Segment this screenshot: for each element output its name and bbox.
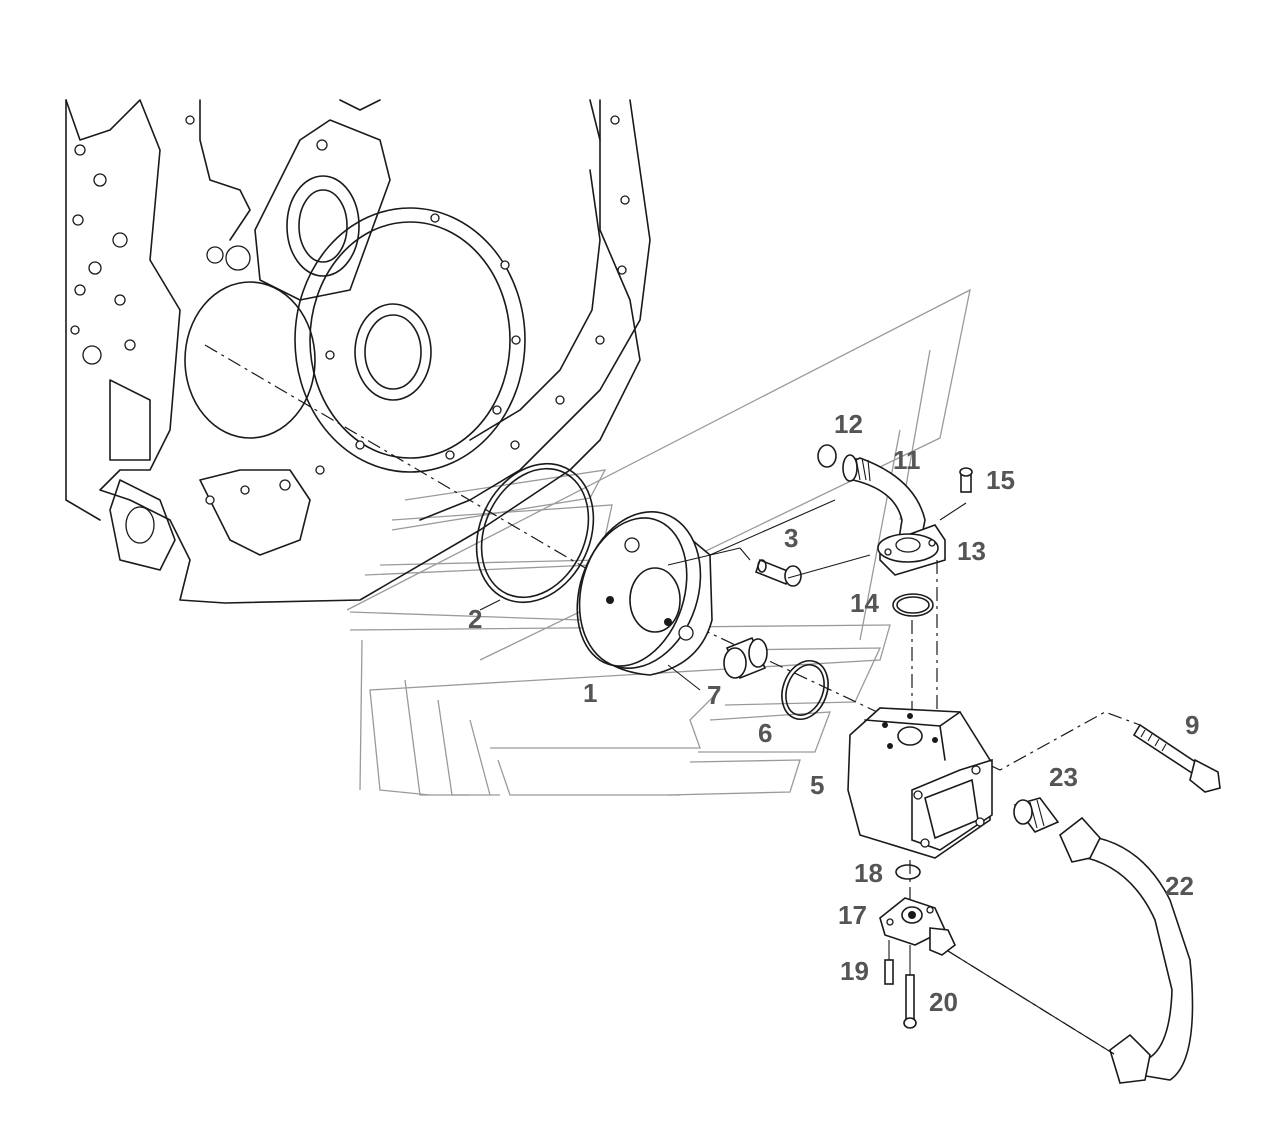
callout-labels: 1 2 3 5 6 7 9 11 12 13 14 15 17 18 19 20… xyxy=(468,409,1199,1017)
part-7-coupling xyxy=(723,636,768,680)
callout-1: 1 xyxy=(583,678,597,708)
callout-3: 3 xyxy=(784,523,798,553)
callout-14: 14 xyxy=(850,588,879,618)
callout-12: 12 xyxy=(834,409,863,439)
part-5-pump-body xyxy=(847,707,993,859)
callout-6: 6 xyxy=(758,718,772,748)
part-3-cap-screw xyxy=(755,558,802,587)
callout-17: 17 xyxy=(838,900,867,930)
callout-2: 2 xyxy=(468,604,482,634)
leader-lines xyxy=(479,499,1115,1055)
part-17-outlet-flange xyxy=(879,897,956,956)
part-2-o-ring xyxy=(475,462,595,604)
part-14-o-ring xyxy=(892,593,934,617)
callout-11: 11 xyxy=(893,445,921,475)
callout-7: 7 xyxy=(707,680,721,710)
part-12-o-ring xyxy=(817,444,837,468)
callout-9: 9 xyxy=(1185,710,1199,740)
part-15-screw xyxy=(959,467,973,493)
callout-23: 23 xyxy=(1049,762,1078,792)
watermark-logo xyxy=(346,288,971,796)
callout-18: 18 xyxy=(854,858,883,888)
callout-15: 15 xyxy=(986,465,1015,495)
part-6-o-ring xyxy=(781,660,829,720)
engine-block xyxy=(65,99,651,604)
part-23-union xyxy=(1013,797,1060,833)
assembly-centerline xyxy=(204,344,1141,771)
callout-22: 22 xyxy=(1165,871,1194,901)
part-19-short-screw xyxy=(884,940,894,985)
part-9-long-bolt xyxy=(1132,723,1221,793)
part-18-o-ring xyxy=(895,864,921,880)
callout-5: 5 xyxy=(810,770,824,800)
callout-20: 20 xyxy=(929,987,958,1017)
part-20-long-screw xyxy=(903,945,917,1029)
callout-13: 13 xyxy=(957,536,986,566)
part-22-pipe xyxy=(1059,816,1194,1084)
part-13-flange xyxy=(877,524,946,576)
part-1-adaptor-flange xyxy=(576,511,713,676)
callout-19: 19 xyxy=(840,956,869,986)
